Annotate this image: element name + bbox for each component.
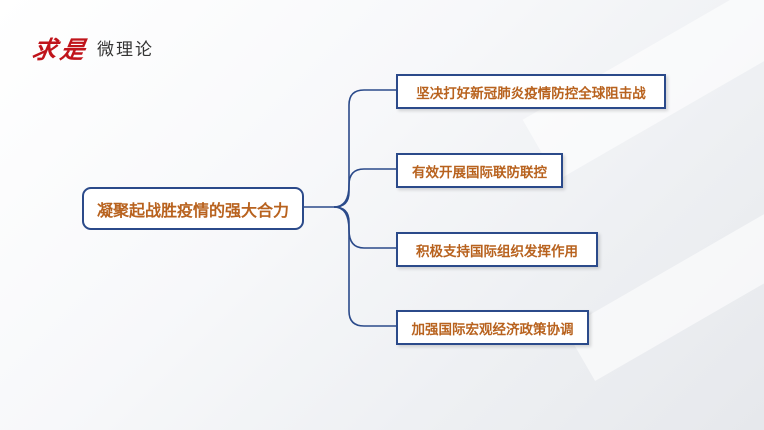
root-node: 凝聚起战胜疫情的强大合力 [82,187,304,230]
branch-connector-4 [333,206,396,327]
branch-connector-2 [333,168,396,208]
branch-node: 加强国际宏观经济政策协调 [396,310,589,345]
branch-connector-3 [333,206,396,249]
branch-node: 有效开展国际联防联控 [396,153,563,188]
logo: 求是 微理论 [30,30,154,65]
root-connector [300,89,396,208]
branch-node: 坚决打好新冠肺炎疫情防控全球阻击战 [396,74,666,109]
branch-node: 积极支持国际组织发挥作用 [396,232,598,267]
logo-text: 微理论 [97,40,154,60]
